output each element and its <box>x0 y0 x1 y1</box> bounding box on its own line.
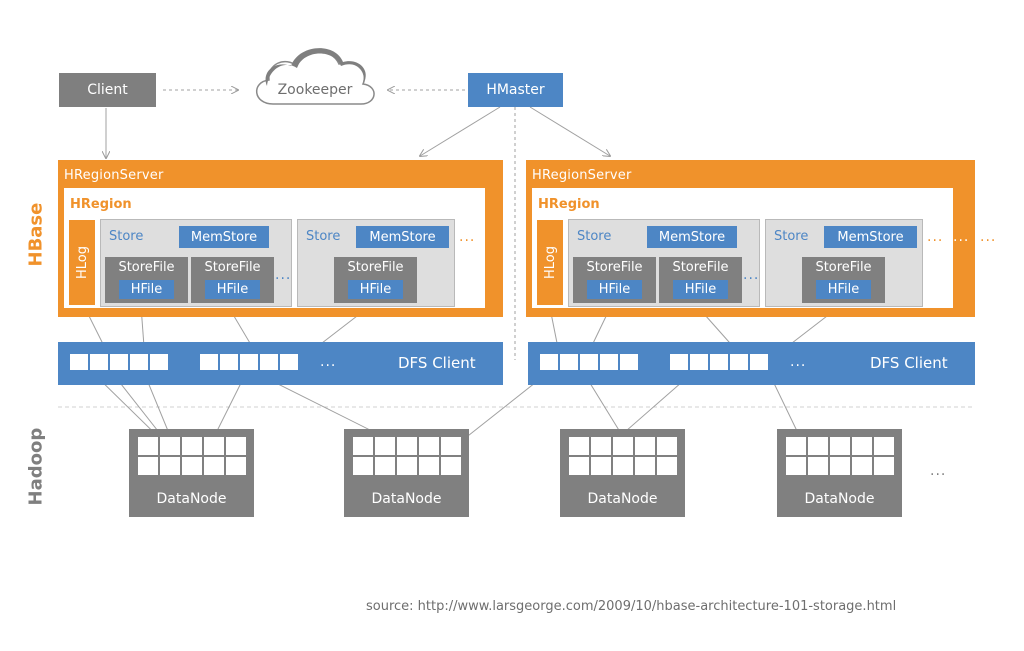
storefile-label: StoreFile <box>204 260 261 275</box>
datanode-label: DataNode <box>804 491 875 507</box>
datanode-2: DataNode <box>344 429 469 517</box>
hlog-label: HLog <box>74 246 90 279</box>
hmaster-to-server2-line <box>529 106 610 156</box>
datanode-1: DataNode <box>129 429 254 517</box>
datanode-block-grid <box>786 437 894 475</box>
dfs-ellipsis: ... <box>790 354 807 370</box>
storefile-box: StoreFile HFile <box>659 257 742 303</box>
storefile-box: StoreFile HFile <box>105 257 188 303</box>
dfs-block-group <box>539 353 639 371</box>
dfs-block-group <box>199 353 299 371</box>
client-box: Client <box>59 73 156 107</box>
store-label: Store <box>306 229 341 244</box>
storefile-label: StoreFile <box>815 260 872 275</box>
hlog-1: HLog <box>68 219 96 306</box>
hregionserver-2: HRegionServer HRegion HLog Store MemStor… <box>526 160 975 317</box>
datanode-label: DataNode <box>156 491 227 507</box>
hfile-box: HFile <box>673 280 728 299</box>
hregion-1: HRegion HLog Store MemStore StoreFile HF… <box>64 188 485 308</box>
hfile-box: HFile <box>816 280 871 299</box>
dfs-client-label: DFS Client <box>398 354 476 372</box>
store-label: Store <box>577 229 612 244</box>
datanode-block-grid <box>353 437 461 475</box>
memstore-box: MemStore <box>356 226 449 248</box>
source-caption: source: http://www.larsgeorge.com/2009/1… <box>366 599 897 614</box>
datanode-label: DataNode <box>371 491 442 507</box>
hfile-box: HFile <box>205 280 260 299</box>
storefile-label: StoreFile <box>347 260 404 275</box>
storefile-box: StoreFile HFile <box>802 257 885 303</box>
hmaster-to-server1-line <box>420 106 501 156</box>
datanode-3: DataNode <box>560 429 685 517</box>
dfs-client-2: ... DFS Client <box>528 342 975 385</box>
hregion-label: HRegion <box>70 197 132 212</box>
memstore-box: MemStore <box>647 226 737 248</box>
datanode-label: DataNode <box>587 491 658 507</box>
hregionserver-title: HRegionServer <box>64 168 164 183</box>
region-ellipsis: ... <box>927 229 944 245</box>
zookeeper-cloud: Zookeeper <box>245 38 385 110</box>
memstore-label: MemStore <box>837 229 904 245</box>
hregion-2: HRegion HLog Store MemStore StoreFile HF… <box>532 188 953 308</box>
zookeeper-label: Zookeeper <box>277 82 353 98</box>
dfs-ellipsis: ... <box>320 354 337 370</box>
region-ellipsis: ... <box>459 229 476 245</box>
datanode-block-grid <box>569 437 677 475</box>
memstore-box: MemStore <box>179 226 269 248</box>
hregionserver-title: HRegionServer <box>532 168 632 183</box>
memstore-label: MemStore <box>190 229 258 245</box>
store-label: Store <box>109 229 144 244</box>
hfile-box: HFile <box>348 280 403 299</box>
storefile-label: StoreFile <box>118 260 175 275</box>
storefile-ellipsis: ... <box>275 267 292 283</box>
hfile-label: HFile <box>216 282 249 297</box>
hfile-label: HFile <box>684 282 717 297</box>
memstore-label: MemStore <box>658 229 726 245</box>
hregionserver-1: HRegionServer HRegion HLog Store MemStor… <box>58 160 503 317</box>
cloud-icon <box>256 48 375 105</box>
store-4: Store MemStore StoreFile HFile <box>765 219 923 307</box>
hfile-box: HFile <box>587 280 642 299</box>
datanode-ellipsis: ... <box>930 463 947 479</box>
hlog-2: HLog <box>536 219 564 306</box>
store-1: Store MemStore StoreFile HFile StoreFile… <box>100 219 292 307</box>
hlog-label: HLog <box>542 246 558 279</box>
hfile-label: HFile <box>827 282 860 297</box>
storefile-box: StoreFile HFile <box>334 257 417 303</box>
datanode-block-grid <box>138 437 246 475</box>
store-3: Store MemStore StoreFile HFile StoreFile… <box>568 219 760 307</box>
memstore-label: MemStore <box>369 229 436 245</box>
hmaster-box: HMaster <box>468 73 563 107</box>
dfs-block-group <box>669 353 769 371</box>
dfs-block-group <box>69 353 169 371</box>
dfs-client-1: ... DFS Client <box>58 342 503 385</box>
hfile-label: HFile <box>598 282 631 297</box>
hmaster-label: HMaster <box>486 82 545 98</box>
hregion-label: HRegion <box>538 197 600 212</box>
store-2: Store MemStore StoreFile HFile <box>297 219 455 307</box>
datanode-4: DataNode <box>777 429 902 517</box>
dfs-client-label: DFS Client <box>870 354 948 372</box>
store-label: Store <box>774 229 809 244</box>
hfile-box: HFile <box>119 280 174 299</box>
outside-ellipsis: ... <box>980 229 997 245</box>
storefile-label: StoreFile <box>672 260 729 275</box>
storefile-box: StoreFile HFile <box>573 257 656 303</box>
hbase-side-label: HBase <box>25 202 47 267</box>
storefile-label: StoreFile <box>586 260 643 275</box>
memstore-box: MemStore <box>824 226 917 248</box>
hadoop-side-label: Hadoop <box>25 427 47 506</box>
storefile-box: StoreFile HFile <box>191 257 274 303</box>
hfile-label: HFile <box>130 282 163 297</box>
server-ellipsis: ... <box>953 229 970 245</box>
storefile-ellipsis: ... <box>743 267 760 283</box>
client-label: Client <box>87 82 128 98</box>
hfile-label: HFile <box>359 282 392 297</box>
